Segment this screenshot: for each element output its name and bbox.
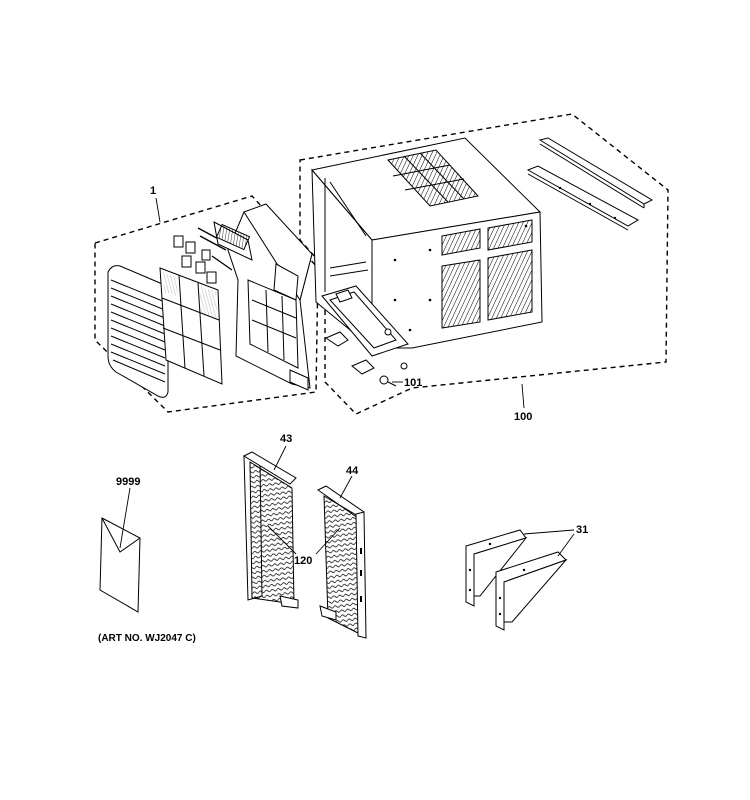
front-assembly-boundary xyxy=(94,195,319,413)
leader-120-left xyxy=(267,525,297,555)
callout-43: 43 xyxy=(280,433,292,445)
bottom-rail[interactable] xyxy=(526,165,640,231)
filter-clips[interactable] xyxy=(173,235,217,284)
cabinet-boundary xyxy=(299,113,669,415)
cabinet-shell[interactable] xyxy=(311,137,543,357)
mounting-brackets[interactable] xyxy=(324,289,375,375)
callout-44: 44 xyxy=(346,465,359,477)
leader-1 xyxy=(155,197,161,223)
front-grille[interactable] xyxy=(107,265,169,398)
leader-31-a xyxy=(523,529,575,535)
leader-43 xyxy=(273,445,287,471)
leader-100 xyxy=(521,383,525,409)
art-number: (ART NO. WJ2047 C) xyxy=(98,633,196,644)
leader-31-b xyxy=(557,533,575,557)
screw-101[interactable] xyxy=(379,328,408,387)
leader-120-right xyxy=(315,527,341,555)
callout-31: 31 xyxy=(576,524,588,536)
top-rail[interactable] xyxy=(538,137,654,209)
callout-100: 100 xyxy=(514,411,532,423)
callout-101: 101 xyxy=(404,377,422,389)
callout-120: 120 xyxy=(294,555,312,567)
cabinet-group: 101 100 xyxy=(299,113,669,423)
support-bracket-upper[interactable] xyxy=(465,529,528,607)
side-curtain-left[interactable] xyxy=(242,451,299,609)
air-filter-panel[interactable] xyxy=(159,267,223,385)
front-frame[interactable] xyxy=(213,203,313,391)
side-curtain-right[interactable] xyxy=(317,485,367,639)
callout-1: 1 xyxy=(150,185,156,197)
leader-44 xyxy=(339,475,353,499)
front-assembly-group: 1 xyxy=(94,185,319,413)
support-bracket-lower[interactable] xyxy=(495,551,568,631)
callout-9999: 9999 xyxy=(116,476,140,488)
owners-manual-envelope[interactable] xyxy=(99,487,141,613)
